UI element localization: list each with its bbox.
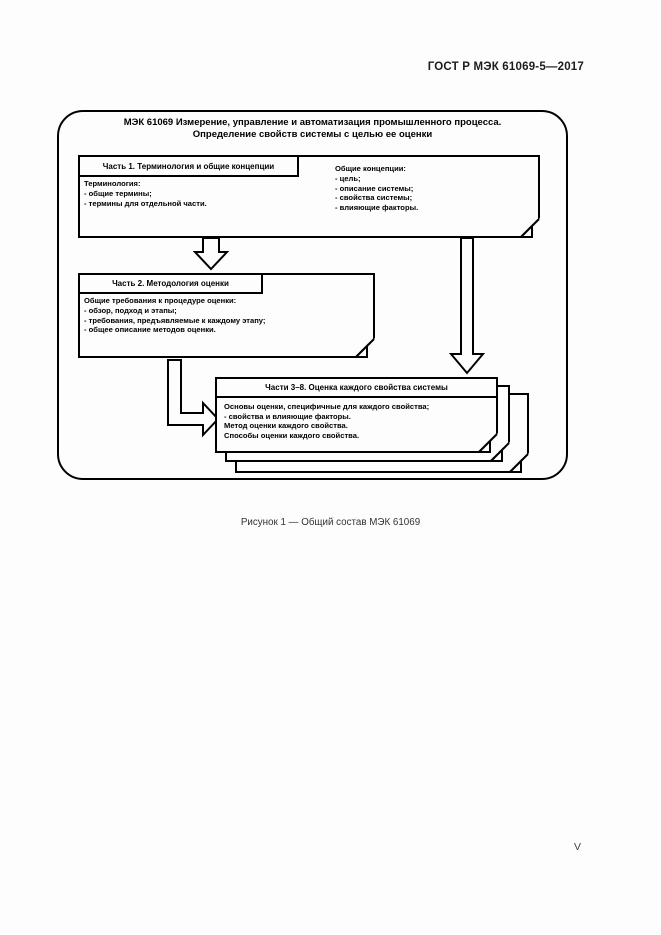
- parts3-8-body-text: Основы оценки, специфичные для каждого с…: [224, 402, 430, 440]
- folded-corner-icon: [509, 453, 529, 473]
- folded-corner-icon: [355, 338, 375, 358]
- folded-corner-icon: [490, 442, 510, 462]
- down-arrow-icon: [193, 237, 229, 271]
- parts3-8-header: Части 3–8. Оценка каждого свойства систе…: [217, 379, 496, 398]
- part2-header-label: Часть 2. Методология оценки: [112, 279, 229, 288]
- folded-corner-icon: [520, 218, 540, 238]
- long-down-arrow-icon: [449, 237, 485, 375]
- parts3-8-header-label: Части 3–8. Оценка каждого свойства систе…: [265, 383, 448, 392]
- figure-caption: Рисунок 1 — Общий состав МЭК 61069: [240, 517, 421, 528]
- part1-terminology-text: Терминология: - общие термины; - термины…: [84, 179, 207, 208]
- elbow-arrow-icon: [167, 359, 220, 438]
- part1-header-label: Часть 1. Терминология и общие концепции: [102, 162, 275, 171]
- part2-header-tab: Часть 2. Методология оценки: [78, 273, 263, 294]
- document-code-header: ГОСТ Р МЭК 61069-5—2017: [427, 61, 584, 73]
- parts3-8-box: Части 3–8. Оценка каждого свойства систе…: [215, 377, 498, 453]
- part1-concepts-text: Общие концепции: - цель; - описание сист…: [335, 164, 419, 213]
- folded-corner-icon: [478, 433, 498, 453]
- page-number: V: [573, 841, 581, 853]
- diagram-title: МЭК 61069 Измерение, управление и автома…: [123, 117, 502, 140]
- part2-body-text: Общие требования к процедуре оценки: - о…: [84, 296, 266, 335]
- part1-header-tab: Часть 1. Терминология и общие концепции: [78, 155, 299, 177]
